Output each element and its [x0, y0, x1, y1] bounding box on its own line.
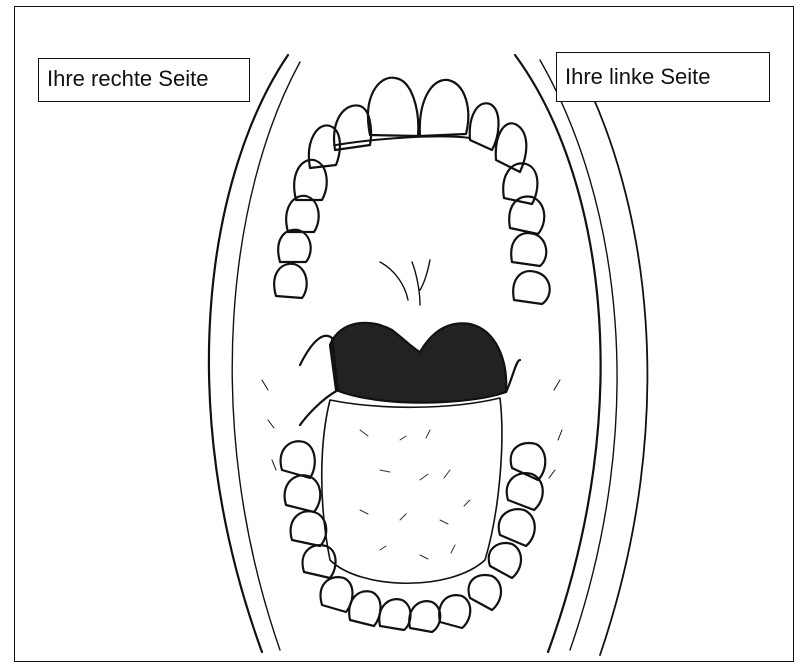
right-outer-cheek [575, 60, 647, 655]
right-cheek-outline [515, 55, 601, 652]
throat [300, 323, 520, 425]
patient-left-side-label: Ihre linke Seite [556, 52, 770, 102]
tongue [322, 398, 502, 583]
right-inner-cheek [540, 60, 617, 650]
left-cheek-outline [209, 55, 288, 652]
lower-teeth [281, 441, 546, 632]
palate-line [380, 260, 430, 305]
upper-teeth [274, 78, 549, 304]
patient-right-side-label: Ihre rechte Seite [38, 58, 250, 102]
tongue-texture [360, 430, 470, 559]
